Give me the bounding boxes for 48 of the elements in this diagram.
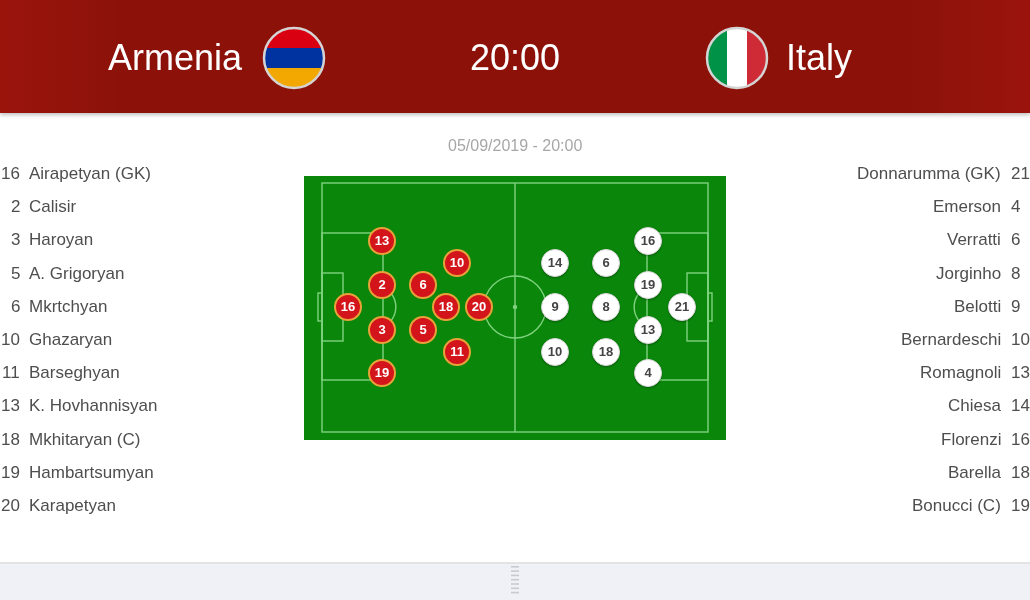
shirt-number: 21 xyxy=(1011,163,1030,184)
player-name: Donnarumma (GK) xyxy=(857,163,1001,184)
player-name: Mkrtchyan xyxy=(29,295,108,317)
shirt-number: 13 xyxy=(1,395,20,417)
shirt-number: 16 xyxy=(1011,428,1030,450)
shirt-number: 5 xyxy=(11,262,21,284)
player-name: Karapetyan xyxy=(29,495,116,516)
shirt-number: 11 xyxy=(2,362,20,384)
shirt-number: 10 xyxy=(1011,329,1030,350)
player-name: Emerson xyxy=(933,196,1002,218)
shirt-number: 6 xyxy=(11,295,21,317)
player-name: Ghazaryan xyxy=(29,329,113,350)
shirt-number: 4 xyxy=(1011,196,1021,218)
kickoff-time: 20:00 xyxy=(470,38,561,78)
player-name: Calisir xyxy=(29,196,77,218)
player-name: Bonucci (C) xyxy=(912,495,1001,516)
player-name: Jorginho xyxy=(936,262,1002,284)
player-name: Bernardeschi xyxy=(901,329,1002,350)
shirt-number: 18 xyxy=(1,428,20,450)
player-name: Barella xyxy=(948,461,1001,483)
shirt-number: 9 xyxy=(1011,295,1021,317)
shirt-number: 18 xyxy=(1011,461,1030,483)
player-name: Mkhitaryan (C) xyxy=(29,428,141,450)
player-name: Belotti xyxy=(954,295,1002,317)
player-name: Haroyan xyxy=(29,229,94,251)
match-date: 05/09/2019 - 20:00 xyxy=(448,136,583,156)
player-name: Romagnoli xyxy=(920,362,1002,384)
shirt-number: 20 xyxy=(1,495,20,516)
shirt-number: 14 xyxy=(1011,395,1030,417)
player-name: Chiesa xyxy=(948,395,1001,417)
shirt-number: 16 xyxy=(1,163,20,184)
player-name: Verratti xyxy=(947,229,1001,251)
shirt-number: 10 xyxy=(1,329,20,350)
shirt-number: 13 xyxy=(1011,362,1030,384)
shirt-number: 2 xyxy=(11,196,21,218)
shirt-number: 3 xyxy=(11,229,21,251)
shirt-number: 6 xyxy=(1011,229,1021,251)
shirt-number: 19 xyxy=(1,461,20,483)
player-name: Florenzi xyxy=(941,428,1002,450)
player-name: Airapetyan (GK) xyxy=(29,163,151,184)
shirt-number: 19 xyxy=(1011,495,1030,516)
team-name: Italy xyxy=(786,38,853,78)
team-name: Armenia xyxy=(108,38,243,78)
player-name: Hambartsumyan xyxy=(29,461,154,483)
player-name: K. Hovhannisyan xyxy=(29,395,158,417)
shirt-number: 8 xyxy=(1011,262,1021,284)
player-name: A. Grigoryan xyxy=(29,262,125,284)
player-name: Barseghyan xyxy=(29,362,120,384)
